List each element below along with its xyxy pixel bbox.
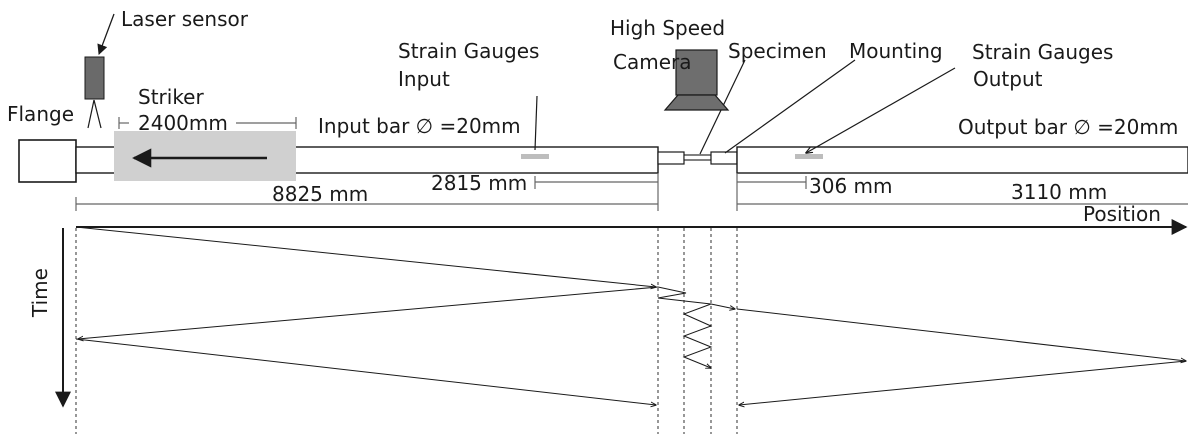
laser-sensor-body <box>84 56 105 100</box>
wave-propagation-lines <box>75 226 1187 405</box>
mounting-leader <box>724 59 856 154</box>
laser-sensor-label: Laser sensor <box>121 7 248 31</box>
striker <box>114 131 296 181</box>
specimen-reverberation <box>657 286 711 368</box>
dimension-lines <box>75 174 1188 211</box>
specimen-label: Specimen <box>728 39 827 63</box>
interface-dashed-lines <box>75 228 738 434</box>
laser-sensor-leader <box>97 13 115 55</box>
transmitted-wave <box>736 308 1186 361</box>
time-axis-label: Time <box>28 268 52 317</box>
strain-gauges-output-label-line1: Strain Gauges <box>972 40 1114 64</box>
dimension-306-label: 306 mm <box>809 174 893 198</box>
high-speed-camera <box>663 49 730 111</box>
dimension-2815-label: 2815 mm <box>431 171 528 195</box>
strain-gauge-input <box>521 154 549 159</box>
strain-gauges-input-leader <box>534 95 538 151</box>
second-incident-wave <box>75 338 656 405</box>
flange <box>18 139 77 183</box>
mounting-right <box>710 151 738 165</box>
specimen <box>683 154 712 161</box>
laser-sensor <box>84 13 115 129</box>
output-bar <box>736 146 1188 174</box>
striker-label: Striker <box>138 85 204 109</box>
dimension-3110-label: 3110 mm <box>1011 180 1108 204</box>
laser-beam-left <box>87 99 95 129</box>
striker-length-dimension <box>118 117 297 129</box>
strain-gauges-output-label-line2: Output <box>973 67 1043 91</box>
output-bar-label: Output bar ∅ =20mm <box>958 115 1179 139</box>
input-bar-label: Input bar ∅ =20mm <box>318 114 521 138</box>
flange-label: Flange <box>7 102 74 126</box>
transmitted-wave-into-output <box>710 303 735 309</box>
strain-gauges-output-leader <box>806 67 956 153</box>
strain-gauges-input-label-line1: Strain Gauges <box>398 39 540 63</box>
position-axis-label: Position <box>1083 202 1161 226</box>
reflected-wave <box>78 286 659 339</box>
output-reflected-wave <box>739 360 1187 405</box>
camera-lens <box>663 94 730 111</box>
incident-wave <box>75 226 656 287</box>
high-speed-camera-label-line2: Camera <box>613 50 692 74</box>
high-speed-camera-label-line1: High Speed <box>610 16 726 40</box>
striker-length-label: 2400mm <box>138 111 228 135</box>
strain-gauge-output <box>795 154 823 159</box>
laser-beam-right <box>93 99 102 129</box>
strain-gauges-input-label-line2: Input <box>398 67 450 91</box>
striker-body <box>114 131 296 181</box>
mounting-left <box>657 151 685 165</box>
mounting-label: Mounting <box>849 39 943 63</box>
dimension-8825-label: 8825 mm <box>272 182 369 206</box>
